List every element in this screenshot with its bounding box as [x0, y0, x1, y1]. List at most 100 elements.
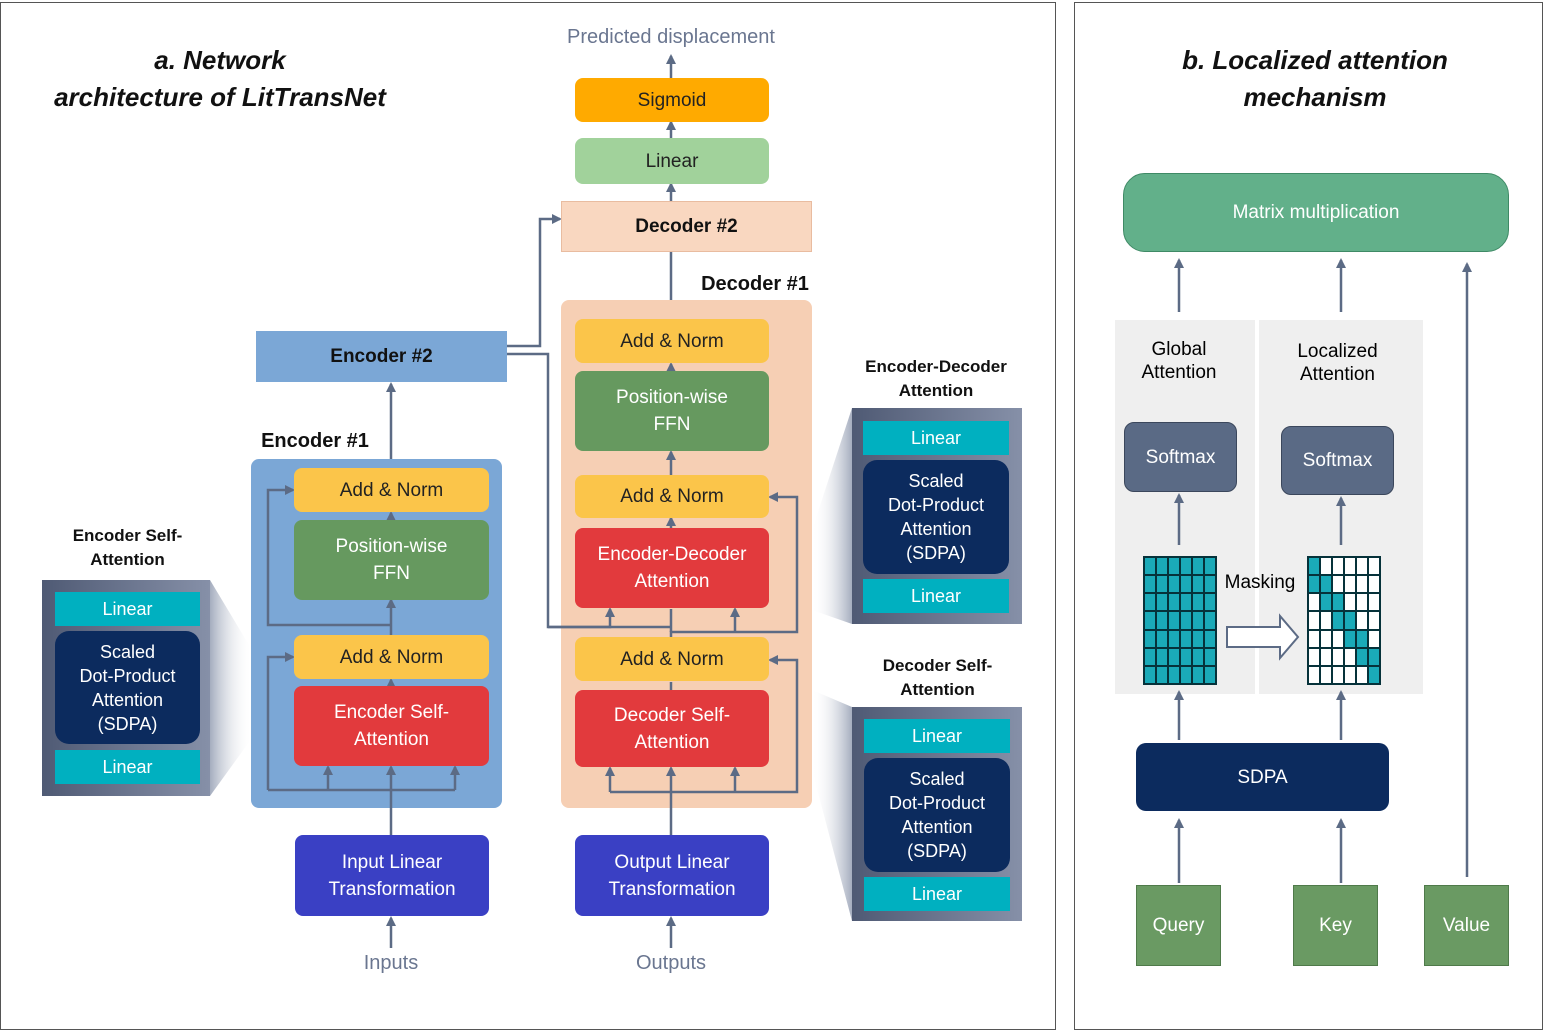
localized-matrix-cell: [1332, 575, 1344, 594]
global-matrix-cell: [1168, 647, 1180, 666]
panel-a-title-line2: architecture of LitTransNet: [54, 82, 386, 112]
localized-matrix-cell: [1356, 575, 1368, 594]
global-matrix-cell: [1204, 629, 1216, 648]
global-matrix-cell: [1156, 575, 1168, 594]
global-matrix-cell: [1144, 593, 1156, 612]
localized-matrix-cell: [1368, 593, 1380, 612]
global-matrix-cell: [1156, 629, 1168, 648]
global-matrix-cell: [1180, 575, 1192, 594]
global-matrix-cell: [1168, 611, 1180, 630]
global-matrix-cell: [1168, 557, 1180, 576]
localized-matrix-cell: [1332, 647, 1344, 666]
localized-matrix-cell: [1368, 575, 1380, 594]
global-matrix-cell: [1144, 557, 1156, 576]
enc-dec-sdpa-box: Scaled Dot-Product Attention (SDPA): [863, 460, 1009, 574]
input-linear-transformation-box: Input Linear Transformation: [295, 835, 489, 916]
value-box: Value: [1424, 885, 1509, 966]
global-matrix-cell: [1180, 629, 1192, 648]
localized-matrix-cell: [1356, 611, 1368, 630]
decoder-addnorm-top: Add & Norm: [575, 319, 769, 363]
global-matrix-cell: [1168, 629, 1180, 648]
localized-matrix-cell: [1344, 647, 1356, 666]
enc-self-callout-title: Encoder Self- Attention: [40, 524, 215, 572]
decoder2-box: Decoder #2: [561, 201, 812, 252]
global-matrix-cell: [1192, 593, 1204, 612]
global-matrix-cell: [1168, 593, 1180, 612]
output-lt-line2: Transformation: [608, 878, 736, 900]
decoder-ffn-line1: Position-wise: [616, 387, 728, 408]
enc-self-callout-title-line1: Encoder Self-: [72, 526, 183, 545]
enc-dec-callout-title-line2: Attention: [898, 381, 974, 400]
decoder-self-attention-line2: Attention: [634, 731, 710, 753]
localized-matrix-cell: [1308, 575, 1320, 594]
localized-matrix-cell: [1356, 593, 1368, 612]
localized-attention-label: Localized Attention: [1280, 340, 1395, 386]
localized-attention-matrix: [1307, 556, 1381, 685]
global-attention-line2: Attention: [1141, 362, 1217, 383]
panel-a-title-line1: a. Network: [154, 45, 286, 75]
decoder-addnorm-middle: Add & Norm: [575, 475, 769, 518]
global-matrix-cell: [1204, 593, 1216, 612]
localized-matrix-cell: [1308, 593, 1320, 612]
matrix-multiplication-box: Matrix multiplication: [1123, 173, 1509, 252]
enc-self-sdpa-line4: (SDPA): [97, 713, 158, 734]
localized-matrix-cell: [1332, 629, 1344, 648]
localized-matrix-cell: [1368, 629, 1380, 648]
global-matrix-cell: [1156, 647, 1168, 666]
localized-matrix-cell: [1368, 647, 1380, 666]
input-lt-line1: Input Linear: [341, 851, 443, 873]
localized-matrix-cell: [1308, 611, 1320, 630]
global-matrix-cell: [1192, 665, 1204, 684]
inputs-label: Inputs: [363, 952, 419, 974]
masking-arrow: [1226, 613, 1300, 661]
localized-matrix-cell: [1308, 557, 1320, 576]
dec-self-callout-title-line2: Attention: [900, 680, 975, 699]
encoder2-box: Encoder #2: [256, 331, 507, 382]
localized-matrix-cell: [1344, 629, 1356, 648]
enc-self-sdpa-box: Scaled Dot-Product Attention (SDPA): [55, 631, 200, 744]
localized-matrix-cell: [1320, 593, 1332, 612]
global-matrix-cell: [1156, 557, 1168, 576]
linear-box: Linear: [575, 138, 769, 184]
dec-self-sdpa-line3: Attention: [901, 817, 973, 837]
global-matrix-cell: [1192, 575, 1204, 594]
global-matrix-cell: [1168, 665, 1180, 684]
encoder-decoder-attention-line2: Attention: [634, 571, 710, 592]
enc-dec-callout-title-line1: Encoder-Decoder: [865, 357, 1007, 376]
global-matrix-cell: [1204, 575, 1216, 594]
decoder-self-attention-line1: Decoder Self-: [613, 704, 731, 726]
encoder1-label: Encoder #1: [261, 430, 369, 452]
global-matrix-cell: [1204, 557, 1216, 576]
localized-matrix-cell: [1356, 647, 1368, 666]
encoder-self-attention-box: Encoder Self- Attention: [294, 686, 489, 766]
global-matrix-cell: [1204, 647, 1216, 666]
encoder-decoder-attention-box: Encoder-Decoder Attention: [575, 528, 769, 608]
enc-dec-linear-bottom: Linear: [863, 579, 1009, 613]
global-matrix-cell: [1156, 665, 1168, 684]
encoder-addnorm-bottom: Add & Norm: [294, 635, 489, 679]
enc-self-sdpa-line1: Scaled: [99, 641, 156, 662]
decoder-addnorm-bottom: Add & Norm: [575, 637, 769, 681]
encoder-addnorm-top: Add & Norm: [294, 468, 489, 512]
enc-dec-sdpa-line1: Scaled: [908, 471, 964, 491]
predicted-displacement-label: Predicted displacement: [567, 26, 775, 48]
dec-self-callout-title: Decoder Self- Attention: [850, 654, 1025, 702]
sdpa-box: SDPA: [1136, 743, 1389, 811]
localized-matrix-cell: [1320, 575, 1332, 594]
localized-matrix-cell: [1320, 665, 1332, 684]
localized-matrix-cell: [1332, 557, 1344, 576]
enc-dec-callout-title: Encoder-Decoder Attention: [845, 355, 1027, 403]
localized-matrix-cell: [1344, 575, 1356, 594]
global-matrix-cell: [1204, 665, 1216, 684]
global-matrix-cell: [1180, 665, 1192, 684]
localized-matrix-cell: [1356, 557, 1368, 576]
output-linear-transformation-box: Output Linear Transformation: [575, 835, 769, 916]
localized-matrix-cell: [1344, 665, 1356, 684]
localized-matrix-cell: [1308, 647, 1320, 666]
global-matrix-cell: [1192, 629, 1204, 648]
global-softmax-box: Softmax: [1124, 422, 1237, 492]
global-matrix-cell: [1180, 557, 1192, 576]
panel-b-title: b. Localized attention mechanism: [1100, 42, 1530, 116]
localized-matrix-cell: [1344, 611, 1356, 630]
panel-b-title-line2: mechanism: [1243, 82, 1387, 112]
